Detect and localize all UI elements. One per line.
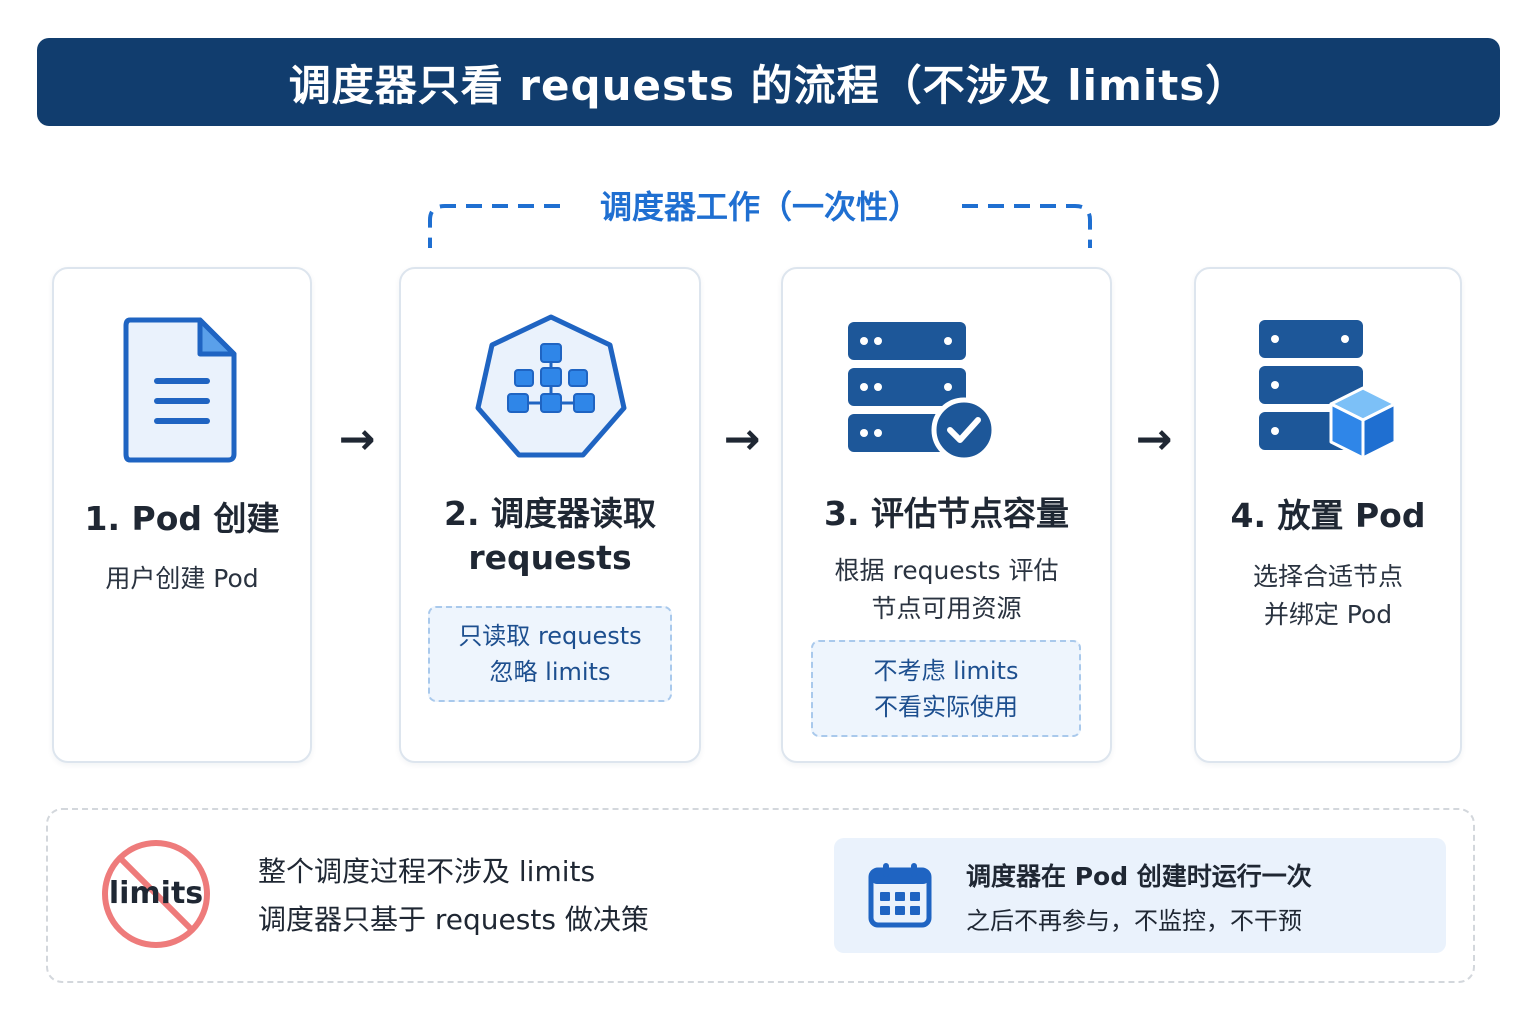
scheduler-bracket-label: 调度器工作（一次性） [599,188,920,226]
flow-arrow-2: → [723,414,761,465]
no-limits-icon-label: limits [108,876,204,911]
step-4-desc-2: 并绑定 Pod [1263,600,1393,629]
step-4-title: 4. 放置 Pod [1230,496,1426,535]
step-2-title: 2. 调度器读取 [444,494,656,533]
step-2-note: 只读取 requests 忽略 limits [428,606,672,702]
step-3-desc-1: 根据 requests 评估 [834,556,1059,585]
server-cube-icon [1259,320,1397,460]
step-3-title: 3. 评估节点容量 [824,494,1069,533]
flow-arrow-1: → [338,414,376,465]
server-check-icon [848,322,997,460]
step-1-title: 1. Pod 创建 [84,499,280,538]
step-2-note-line-1: 只读取 requests [458,622,642,650]
title-banner: 调度器只看 requests 的流程（不涉及 limits） [37,38,1500,126]
step-3-note: 不考虑 limits 不看实际使用 [811,640,1081,737]
summary-line-2: 调度器只基于 requests 做决策 [258,903,649,936]
scheduler-bracket [428,204,1092,248]
info-line-2: 之后不再参与，不监控，不干预 [966,907,1302,935]
step-3-desc-2: 节点可用资源 [871,594,1022,623]
flow-arrow-3: → [1135,414,1173,465]
summary-line-1: 整个调度过程不涉及 limits [258,855,596,888]
no-limits-icon: limits [100,838,212,950]
step-2-title-2: requests [468,538,632,577]
step-1-desc: 用户创建 Pod [105,564,259,593]
step-2-note-line-2: 忽略 limits [489,658,611,686]
kubernetes-scheduler-icon [475,314,627,458]
info-line-1: 调度器在 Pod 创建时运行一次 [966,862,1312,891]
calendar-icon [868,863,932,928]
summary-panel [46,808,1475,983]
page-title: 调度器只看 requests 的流程（不涉及 limits） [288,60,1249,110]
info-box [834,838,1446,953]
step-3-note-line-2: 不看实际使用 [874,692,1018,721]
document-icon [123,317,237,463]
step-4-desc-1: 选择合适节点 [1252,562,1403,591]
step-3-note-line-1: 不考虑 limits [873,656,1019,685]
